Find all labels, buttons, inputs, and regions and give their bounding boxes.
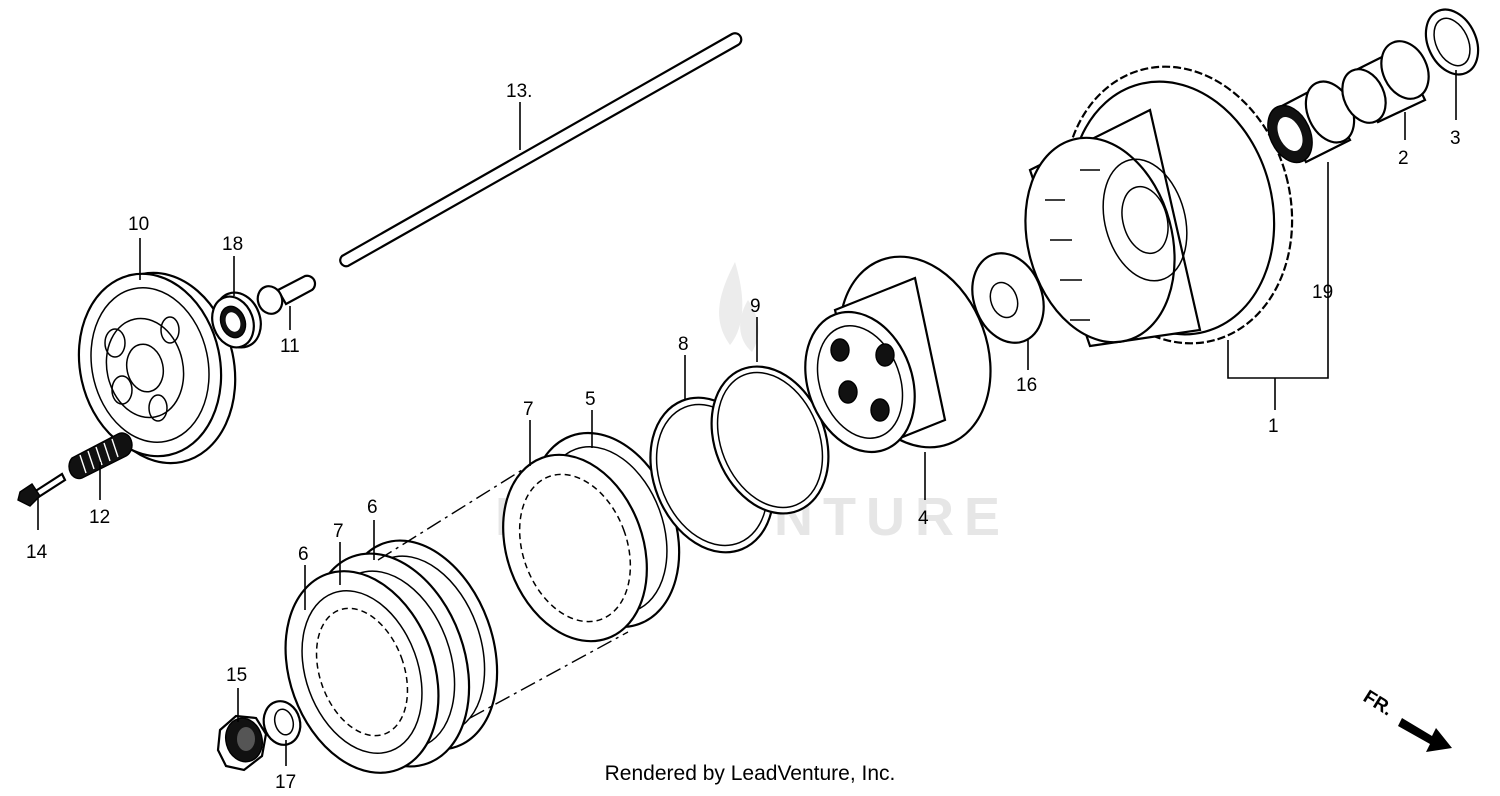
part-rod [339,32,743,268]
part-spring [68,432,133,480]
callout-4: 4 [918,508,929,529]
callouts: 1 2 3 4 5 6 6 7 7 8 9 10 11 12 13. 14 15… [26,81,1461,793]
callout-2: 2 [1398,148,1409,169]
callout-3: 3 [1450,128,1461,149]
callout-6-front: 6 [298,544,309,565]
callout-13: 13. [506,81,532,102]
callout-11: 11 [280,336,300,357]
callout-12: 12 [89,507,110,528]
callout-14: 14 [26,542,48,563]
part-bolt [17,472,67,507]
callout-7-rear: 7 [523,399,534,420]
part-clutch-outer [1024,65,1294,348]
callout-10: 10 [128,214,149,235]
part-collar [1341,40,1430,124]
part-lifter-piece [256,274,317,315]
part-thrust-washer [971,252,1045,344]
part-clutch-disc-stack-front [284,539,499,774]
part-clutch-disc-pair-rear [502,431,681,643]
part-washer-small [262,700,302,746]
callout-18: 18 [222,234,243,255]
front-direction-indicator: FR. [1359,686,1452,752]
callout-1: 1 [1268,416,1279,437]
leader-lines [37,70,1457,766]
part-bearing [211,291,262,349]
part-washer-3 [1424,8,1480,76]
callout-15: 15 [226,665,247,686]
callout-6-mid: 6 [367,497,378,518]
part-ring-9 [710,365,830,515]
footer-credit: Rendered by LeadVenture, Inc. [604,762,896,785]
direction-label: FR. [1359,686,1396,720]
callout-5: 5 [585,389,596,410]
callout-19: 19 [1312,282,1333,303]
callout-16: 16 [1016,375,1037,396]
arrow-icon [1398,718,1452,752]
callout-8: 8 [678,334,689,355]
part-clutch-center [804,255,992,454]
callout-7-front: 7 [333,521,344,542]
callout-17: 17 [275,772,296,793]
axis-line-bottom [469,631,629,719]
part-nut [216,714,268,772]
callout-9: 9 [750,296,761,317]
part-pressure-plate [77,271,237,465]
